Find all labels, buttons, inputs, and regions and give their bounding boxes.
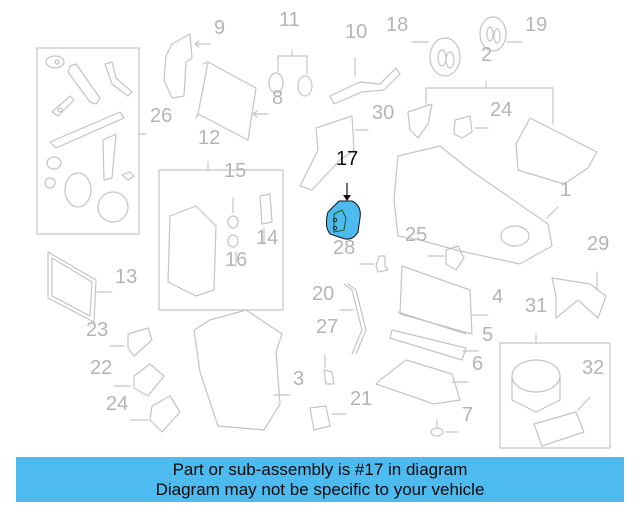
bracket-30	[299, 115, 355, 191]
seal-18	[429, 37, 461, 77]
bracket-24	[453, 115, 473, 139]
expansion-valve-14	[259, 193, 273, 225]
callout-29: 29	[587, 233, 610, 255]
callout-10: 10	[345, 21, 368, 43]
duct-part-2a	[407, 103, 433, 139]
module-21	[309, 405, 331, 431]
bracket-9	[163, 33, 193, 99]
group-box-12	[158, 169, 284, 311]
heater-pipe-10	[329, 67, 401, 105]
duct-part-2b	[515, 117, 598, 185]
banner-line-1: Part or sub-assembly is #17 in diagram	[172, 460, 468, 479]
hvac-housing-1	[393, 145, 553, 265]
banner-line-2: Diagram may not be specific to your vehi…	[155, 480, 485, 499]
callout-32: 32	[582, 357, 605, 379]
callout-28: 28	[333, 237, 356, 259]
callout-24b: 24	[106, 393, 129, 415]
seal-19	[479, 16, 507, 52]
callout-4: 4	[492, 286, 504, 308]
filter-4	[397, 265, 473, 335]
callout-9: 9	[214, 17, 226, 39]
callout-27: 27	[316, 316, 339, 338]
callout-26: 26	[150, 105, 173, 127]
frame-5	[389, 329, 467, 361]
sensor-27	[323, 369, 335, 385]
callout-30: 30	[372, 102, 395, 124]
callout-20: 20	[312, 283, 335, 305]
duct-29	[551, 277, 607, 319]
callout-23: 23	[86, 319, 109, 341]
callout-8: 8	[272, 87, 284, 109]
info-banner: Part or sub-assembly is #17 in diagram D…	[16, 457, 624, 502]
callout-18: 18	[386, 14, 409, 36]
callout-3: 3	[293, 368, 305, 390]
evaporator-8	[195, 61, 257, 141]
blower-31	[511, 359, 561, 393]
tray-6	[375, 359, 461, 405]
actuator-24b	[149, 395, 181, 433]
parts-diagram	[36, 16, 611, 449]
callout-14: 14	[256, 227, 279, 249]
callout-19: 19	[525, 14, 548, 36]
callout-6: 6	[472, 353, 484, 375]
filter-13	[47, 251, 97, 323]
screw-7	[430, 427, 444, 437]
callout-16: 16	[225, 249, 248, 271]
part-17-highlight[interactable]	[325, 183, 361, 240]
callout-1: 1	[560, 179, 572, 201]
callout-21: 21	[350, 388, 373, 410]
actuator-22	[133, 363, 165, 397]
o-ring-15	[227, 215, 239, 229]
rod-20	[343, 283, 367, 355]
o-ring-16	[227, 234, 239, 248]
linkage-kit-26	[44, 55, 135, 223]
group-box-31	[499, 342, 611, 449]
callout-13: 13	[115, 266, 138, 288]
resistor-32	[533, 411, 585, 447]
callout-22: 22	[90, 357, 113, 379]
callout-25: 25	[405, 224, 428, 246]
callout-2: 2	[481, 44, 493, 66]
callout-15: 15	[224, 160, 247, 182]
actuator-25	[445, 245, 465, 271]
callout-11: 11	[279, 9, 300, 31]
callout-17[interactable]: 17	[336, 148, 359, 170]
actuator-23	[127, 327, 153, 357]
callout-7: 7	[462, 404, 474, 426]
callout-31: 31	[525, 295, 548, 317]
callout-24a: 24	[490, 99, 513, 121]
heater-housing-3	[193, 309, 283, 431]
group-box-26	[36, 47, 140, 235]
callout-12: 12	[198, 127, 221, 149]
receiver-12	[167, 205, 217, 297]
callout-5: 5	[482, 324, 494, 346]
bolt-28	[375, 255, 389, 273]
